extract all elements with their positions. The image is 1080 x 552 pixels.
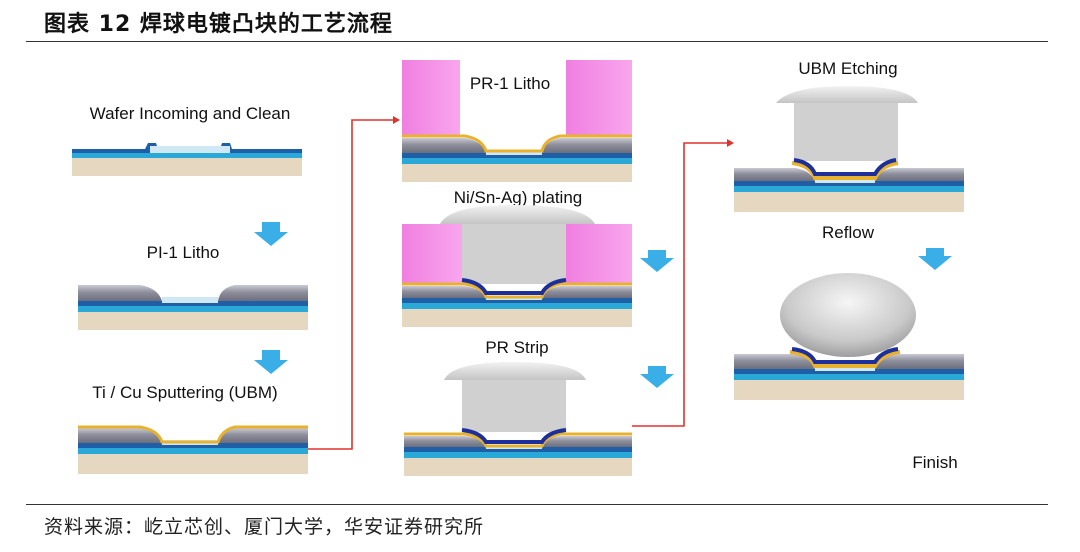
connector-arrow-icon	[308, 119, 393, 450]
sputter-cross-section	[78, 425, 308, 474]
connector-arrow-icon	[632, 142, 727, 427]
plating-cross-section	[402, 205, 632, 327]
arrow-down-icon	[254, 350, 288, 374]
label-sputter: Ti / Cu Sputtering (UBM)	[92, 383, 277, 402]
label-strip: PR Strip	[485, 338, 548, 357]
bottom-rule	[26, 504, 1048, 505]
label-reflow: Reflow	[822, 223, 875, 242]
etch-cross-section	[734, 86, 964, 212]
arrow-down-icon	[254, 222, 288, 246]
label-plating: Ni/Sn-Ag) plating	[454, 188, 583, 207]
figure-title: 图表 12 焊球电镀凸块的工艺流程	[44, 12, 393, 37]
source-note: 资料来源：屹立芯创、厦门大学，华安证券研究所	[44, 516, 485, 538]
top-rule	[26, 41, 1048, 42]
reflow-cross-section	[734, 273, 964, 400]
arrow-down-icon	[640, 366, 674, 388]
label-pr: PR-1 Litho	[470, 74, 550, 93]
wafer-cross-section	[72, 143, 302, 176]
label-pi: PI-1 Litho	[147, 243, 220, 262]
label-etch: UBM Etching	[798, 59, 897, 78]
label-finish: Finish	[912, 453, 957, 472]
pr-cross-section	[402, 60, 632, 182]
strip-cross-section	[404, 362, 632, 476]
pi-cross-section	[78, 285, 308, 330]
arrow-down-icon	[918, 248, 952, 270]
label-wafer: Wafer Incoming and Clean	[90, 104, 291, 123]
arrow-down-icon	[640, 250, 674, 272]
